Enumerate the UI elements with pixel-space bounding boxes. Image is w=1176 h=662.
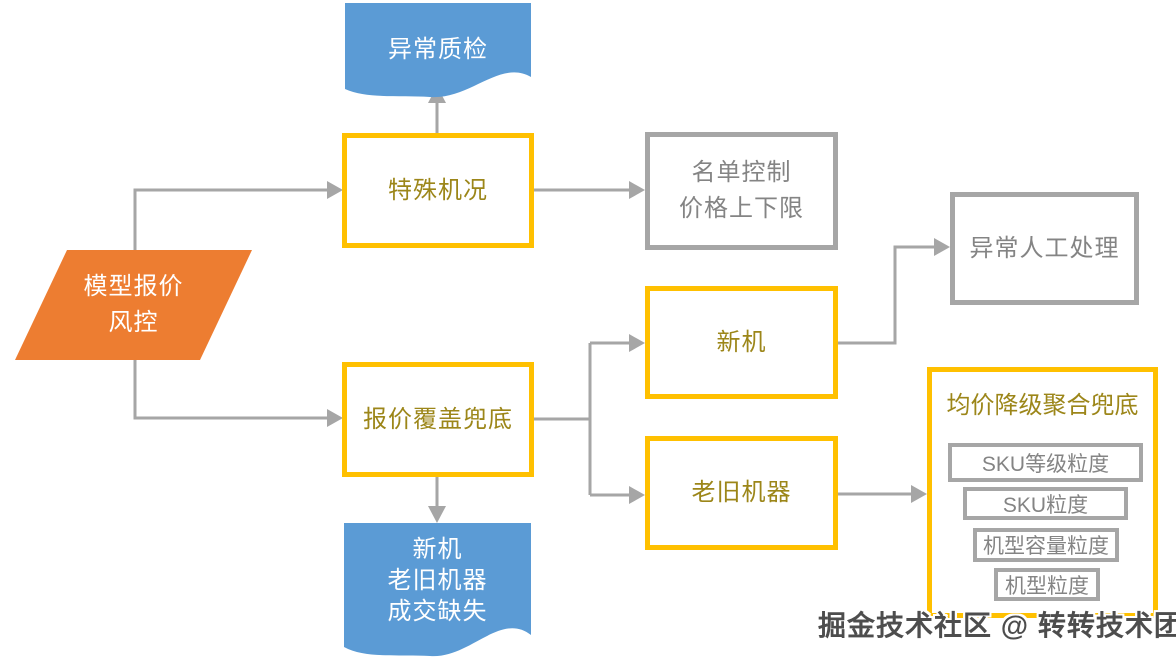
coverage-fallback-box: 报价覆盖兜底	[342, 362, 534, 477]
quality-check-label: 异常质检	[388, 36, 488, 63]
new-machine-label: 新机	[716, 328, 767, 356]
risk-control-label-line2: 风控	[108, 309, 159, 336]
granularity-model-capacity-label: 机型容量粒度	[983, 535, 1109, 558]
granularity-sku: SKU粒度	[963, 487, 1128, 520]
manual-handling-label: 异常人工处理	[969, 234, 1120, 262]
connector-special-to-list-control	[534, 181, 645, 199]
special-condition-box: 特殊机况	[342, 133, 534, 248]
connector-old-to-aggregation	[838, 485, 927, 503]
manual-handling-box: 异常人工处理	[950, 192, 1139, 305]
granularity-sku-grade: SKU等级粒度	[948, 443, 1143, 482]
new-machine-box: 新机	[645, 286, 838, 399]
aggregation-fallback-box: 均价降级聚合兜底 SKU等级粒度 SKU粒度 机型容量粒度 机型粒度	[927, 367, 1158, 618]
list-control-box: 名单控制 价格上下限	[645, 132, 838, 250]
deal-missing-line1: 新机	[412, 536, 463, 563]
connector-new-to-manual	[838, 238, 950, 345]
deal-missing-label: 新机 老旧机器 成交缺失	[344, 534, 531, 627]
risk-control-label-line1: 模型报价	[83, 273, 184, 300]
coverage-fallback-label: 报价覆盖兜底	[363, 405, 513, 433]
granularity-model-capacity: 机型容量粒度	[973, 528, 1119, 562]
document-shape-deal-missing: 新机 老旧机器 成交缺失	[344, 523, 531, 662]
connector-coverage-split	[534, 334, 645, 504]
list-control-label-line2: 价格上下限	[679, 195, 804, 222]
connector-risk-to-special	[133, 181, 343, 250]
wave-document-icon	[345, 3, 531, 98]
granularity-model: 机型粒度	[994, 568, 1100, 601]
granularity-sku-grade-label: SKU等级粒度	[981, 452, 1110, 476]
document-shape-quality-check: 异常质检	[345, 3, 531, 100]
deal-missing-line3: 成交缺失	[387, 598, 488, 625]
list-control-label-line1: 名单控制	[691, 159, 792, 186]
connector-coverage-to-missing-doc	[428, 477, 446, 523]
old-machine-box: 老旧机器	[645, 436, 838, 550]
special-condition-label: 特殊机况	[388, 176, 488, 204]
watermark-text: 掘金技术社区 @ 转转技术团队	[818, 610, 1176, 641]
aggregation-fallback-title: 均价降级聚合兜底	[946, 392, 1139, 419]
connector-risk-to-coverage	[133, 360, 343, 427]
old-machine-label: 老旧机器	[691, 479, 792, 506]
granularity-model-label: 机型粒度	[1005, 574, 1089, 598]
deal-missing-line2: 老旧机器	[387, 567, 488, 594]
granularity-sku-label: SKU粒度	[1002, 493, 1089, 517]
wave-document-icon	[344, 523, 531, 657]
